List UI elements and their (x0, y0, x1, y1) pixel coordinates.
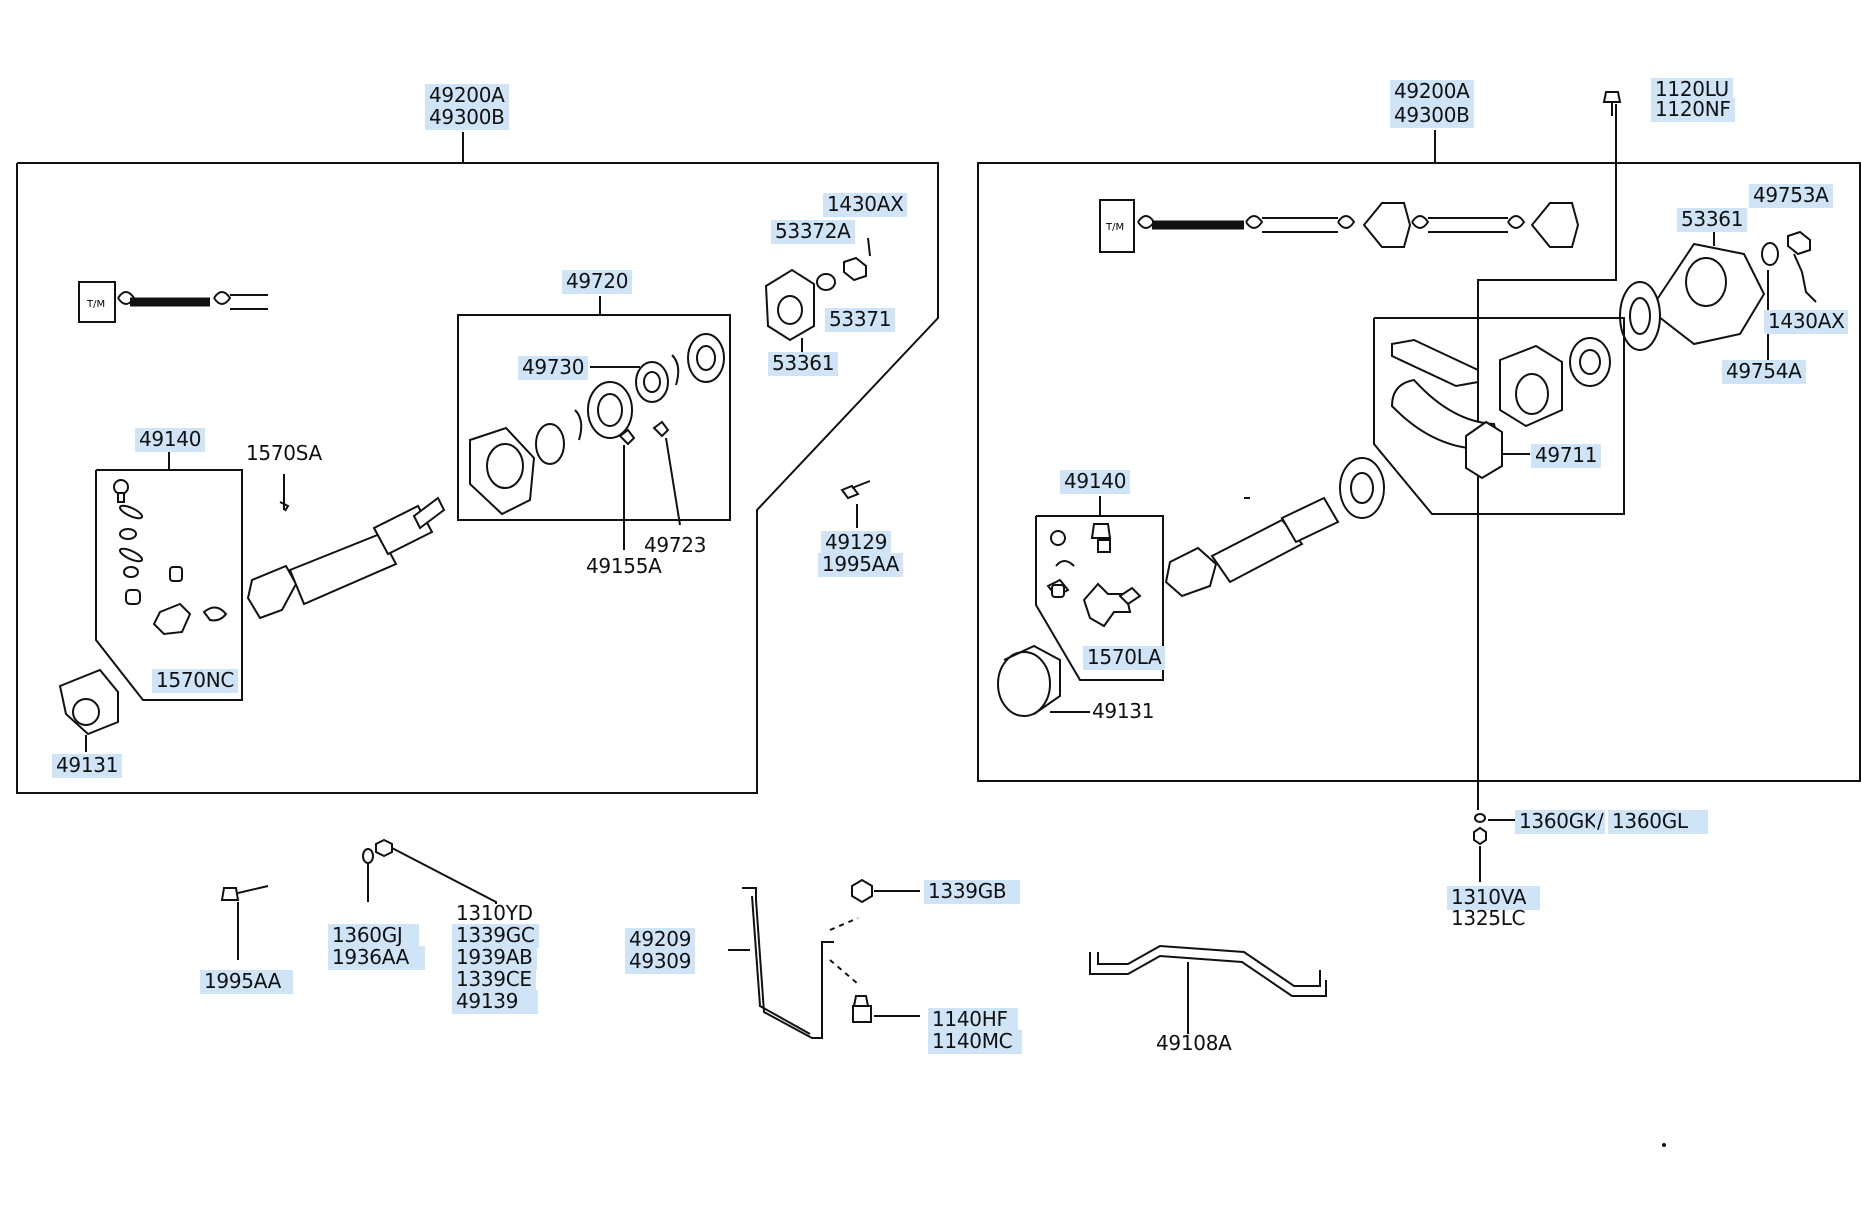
left-tm-label: T/M (86, 299, 105, 310)
right-header-49300B[interactable]: 49300B (1390, 104, 1474, 128)
label-49754A[interactable]: 49754A (1722, 360, 1806, 384)
right-49140-inset (1035, 496, 1164, 681)
label-1310VA[interactable]: 1310VA (1447, 886, 1541, 910)
right-tm-label: T/M (1105, 222, 1124, 233)
label-1339GB[interactable]: 1339GB (924, 880, 1021, 904)
right-49711-inset (1373, 317, 1625, 515)
label-slash: / (1595, 809, 1606, 834)
right-header-49200A[interactable]: 49200A (1390, 80, 1474, 104)
label-49730[interactable]: 49730 (518, 356, 589, 380)
label-49309[interactable]: 49309 (625, 950, 696, 974)
label-1140MC[interactable]: 1140MC (928, 1030, 1023, 1054)
left-driveshaft (246, 474, 446, 620)
left-header-49200A[interactable]: 49200A (425, 84, 509, 108)
label-1570SA: 1570SA (246, 441, 322, 465)
label-49108A: 49108A (1156, 1031, 1232, 1055)
left-tm-shaft: T/M (78, 281, 268, 323)
label-1570LA[interactable]: 1570LA (1083, 646, 1166, 670)
stray-dot (1662, 1143, 1666, 1147)
left-49720-inset (457, 296, 731, 550)
label-1339GC[interactable]: 1339GC (452, 924, 539, 948)
left-flange-53361 (764, 237, 871, 352)
label-49131-right: 49131 (1092, 699, 1155, 723)
nut-1339GB (851, 878, 920, 904)
bracket-49209 (728, 887, 859, 1039)
label-49131-left[interactable]: 49131 (52, 754, 123, 778)
left-header-49300B[interactable]: 49300B (425, 106, 509, 130)
label-49140-left[interactable]: 49140 (135, 428, 206, 452)
right-nuts (1473, 813, 1515, 882)
label-1140HF[interactable]: 1140HF (928, 1008, 1018, 1032)
label-1430AX-right[interactable]: 1430AX (1764, 310, 1849, 334)
loose-nut-washer (362, 838, 497, 904)
bolt-1140HF (852, 995, 920, 1023)
label-1939AB[interactable]: 1939AB (452, 946, 537, 970)
label-49720[interactable]: 49720 (562, 270, 633, 294)
label-53361-right[interactable]: 53361 (1677, 208, 1748, 232)
label-1360GL[interactable]: 1360GL (1608, 810, 1708, 834)
left-assembly-frame (16, 132, 939, 794)
label-1120NF[interactable]: 1120NF (1651, 98, 1735, 122)
label-1310YD: 1310YD (456, 901, 533, 925)
right-driveshaft (1164, 457, 1385, 598)
right-assembly-frame (977, 130, 1861, 782)
label-49753A[interactable]: 49753A (1749, 184, 1833, 208)
label-49139[interactable]: 49139 (452, 990, 539, 1014)
right-tm-shaft: T/M (1099, 199, 1580, 253)
label-49711[interactable]: 49711 (1531, 444, 1602, 468)
label-53371[interactable]: 53371 (825, 308, 896, 332)
label-1430AX-left[interactable]: 1430AX (823, 193, 908, 217)
label-49723: 49723 (644, 533, 707, 557)
bar-49108A (1089, 944, 1327, 1034)
label-49155A: 49155A (586, 554, 662, 578)
left-flange-49131 (58, 668, 119, 752)
label-1339CE[interactable]: 1339CE (452, 968, 536, 992)
label-1936AA[interactable]: 1936AA (328, 946, 426, 970)
label-53372A[interactable]: 53372A (771, 220, 855, 244)
label-49209[interactable]: 49209 (625, 928, 696, 952)
left-bolt-49129 (840, 480, 871, 528)
loose-bolt-1995AA (220, 885, 269, 960)
label-49140-right[interactable]: 49140 (1060, 470, 1131, 494)
right-flange-49131 (997, 644, 1090, 717)
left-49140-inset (95, 450, 243, 701)
right-bearing-53361 (1619, 230, 1817, 366)
label-1360GK[interactable]: 1360GK (1515, 810, 1601, 834)
label-1325LC: 1325LC (1451, 906, 1526, 930)
label-1360GJ[interactable]: 1360GJ (328, 924, 419, 948)
label-53361-left[interactable]: 53361 (768, 352, 839, 376)
label-49129[interactable]: 49129 (821, 531, 892, 555)
label-1995AA-loose[interactable]: 1995AA (200, 970, 294, 994)
label-1995AA-left[interactable]: 1995AA (818, 553, 904, 577)
label-1570NC[interactable]: 1570NC (152, 669, 239, 693)
